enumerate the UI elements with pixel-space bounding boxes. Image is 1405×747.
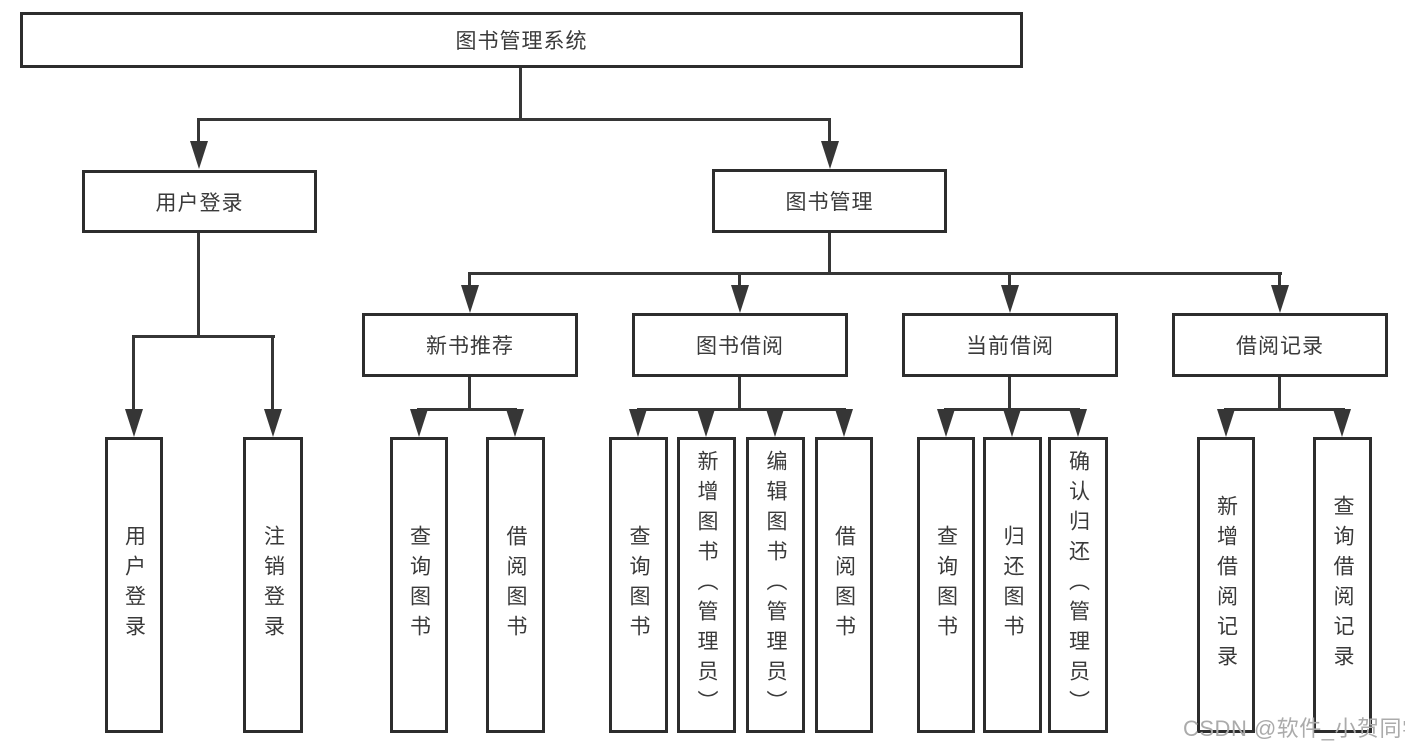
connector-level2-rail [197,118,831,121]
connector-book-mgmt-stub [828,233,831,274]
connector-to-new-book-rec [468,274,471,288]
leaf-label: 编辑图书（管理员） [764,450,787,720]
node-label: 图书管理 [785,191,874,214]
arrow-down-icon [1069,409,1087,437]
leaf-cb-return-books: 归还图书 [983,437,1042,733]
connector-to-logout-leaf [271,337,274,412]
arrow-down-icon [125,409,143,437]
node-label: 图书管理系统 [455,30,588,53]
node-label: 当前借阅 [966,335,1054,358]
leaf-label: 查询图书 [627,525,650,645]
arrow-down-icon [1333,409,1351,437]
arrow-down-icon [410,409,428,437]
node-book-borrow: 图书借阅 [632,313,848,377]
connector-level3-rail [468,272,1282,275]
node-user-login: 用户登录 [82,170,317,233]
arrow-down-icon [1271,285,1289,313]
connector-to-book-mgmt [828,120,831,144]
arrow-down-icon [190,141,208,169]
leaf-label: 新增借阅记录 [1214,495,1238,675]
arrow-down-icon [937,409,955,437]
leaf-bb-edit-books-admin: 编辑图书（管理员） [746,437,805,733]
leaf-cb-query-books: 查询图书 [917,437,975,733]
node-label: 借阅记录 [1236,335,1324,358]
arrow-down-icon [461,285,479,313]
node-current-borrow: 当前借阅 [902,313,1118,377]
leaf-label: 注销登录 [261,525,285,645]
arrow-down-icon [731,285,749,313]
node-label: 图书借阅 [696,335,784,358]
leaf-bb-borrow-books: 借阅图书 [815,437,873,733]
connector-to-user-login [197,120,200,144]
leaf-label: 查询图书 [934,525,958,645]
connector-current-borrow-stub [1008,377,1011,410]
leaf-label: 确认归还（管理员） [1066,450,1090,720]
arrow-down-icon [697,409,715,437]
leaf-br-query-record: 查询借阅记录 [1313,437,1372,733]
leaf-label: 借阅图书 [504,525,527,645]
connector-borrow-records-rail [1224,408,1345,411]
node-label: 新书推荐 [426,335,514,358]
leaf-bb-add-books-admin: 新增图书（管理员） [677,437,736,733]
node-book-mgmt: 图书管理 [712,169,947,233]
connector-book-borrow-stub [738,377,741,410]
leaf-label: 查询图书 [407,525,431,645]
connector-borrow-records-stub [1278,377,1281,410]
connector-user-login-rail [132,335,275,338]
leaf-label: 新增图书（管理员） [695,450,718,720]
connector-to-borrow-records [1278,274,1281,288]
leaf-rec-query-books: 查询图书 [390,437,448,733]
leaf-logout: 注销登录 [243,437,303,733]
connector-root-stub [519,68,522,118]
leaf-label: 查询借阅记录 [1331,495,1354,675]
arrow-down-icon [1217,409,1235,437]
leaf-label: 借阅图书 [832,525,856,645]
arrow-down-icon [506,409,524,437]
node-new-book-rec: 新书推荐 [362,313,578,377]
arrow-down-icon [821,141,839,169]
leaf-user-login: 用户登录 [105,437,163,733]
connector-to-book-borrow [738,274,741,288]
arrow-down-icon [766,409,784,437]
csdn-watermark: CSDN @软件_小贺同学 [1183,716,1405,741]
connector-new-book-rec-rail [417,408,517,411]
arrow-down-icon [1001,285,1019,313]
arrow-down-icon [1003,409,1021,437]
leaf-br-add-record: 新增借阅记录 [1197,437,1255,733]
connector-new-book-rec-stub [468,377,471,410]
connector-to-current-borrow [1008,274,1011,288]
arrow-down-icon [264,409,282,437]
arrow-down-icon [629,409,647,437]
connector-to-login-leaf [132,337,135,412]
node-label: 用户登录 [155,191,244,215]
leaf-cb-confirm-return-admin: 确认归还（管理员） [1048,437,1108,733]
leaf-rec-borrow-books: 借阅图书 [486,437,545,733]
node-library-system: 图书管理系统 [20,12,1023,68]
node-borrow-records: 借阅记录 [1172,313,1388,377]
leaf-label: 用户登录 [122,525,146,645]
arrow-down-icon [835,409,853,437]
leaf-bb-query-books: 查询图书 [609,437,668,733]
connector-book-borrow-rail [637,408,846,411]
connector-user-login-stub [197,233,200,337]
leaf-label: 归还图书 [1001,525,1024,645]
